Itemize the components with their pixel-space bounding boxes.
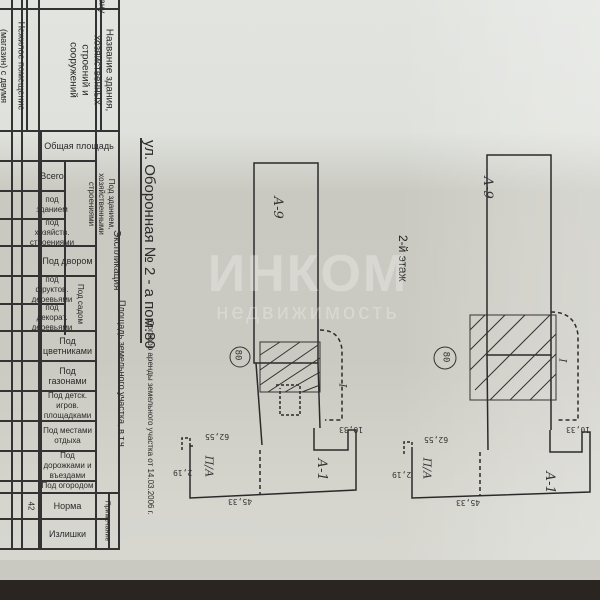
table-surface: [0, 580, 600, 600]
room-label-i-right: I: [556, 358, 568, 363]
address-title: ул. Оборонная № 2 - а пом.80: [141, 140, 158, 349]
room-label-pa-left: П/А: [202, 455, 216, 478]
col-under-outbuildings: под хозяйств. строениями: [29, 217, 75, 247]
dim-45-33-right: 45,33: [456, 498, 481, 507]
dim-45-33-left: 45,33: [228, 497, 253, 506]
col-total-area: Общая площадь: [44, 141, 114, 151]
room-label-a9-right: А-9: [479, 176, 495, 199]
group-under-building: Под зданием, хозяйственными строениями: [87, 172, 116, 235]
dim-10-33-left: 10,33: [339, 425, 364, 434]
room-label-pa-right: П/А: [420, 457, 434, 480]
col-yard: Под двором: [42, 256, 93, 266]
col-paths: Под дорожками и въездами: [43, 451, 92, 480]
room-label-a9-left: А-9: [269, 196, 285, 219]
col-under-building: под зданием: [36, 195, 68, 214]
stair-mark-left: 80: [232, 349, 243, 361]
room-label-a1-left: А-1: [313, 458, 329, 481]
dim-62-55-right: 62,55: [424, 435, 449, 444]
area-header: Площадь земельного участка, в т.ч.: [117, 300, 127, 450]
room-label-i-left: I: [336, 383, 348, 388]
explication-table: плану Название здания, хозяйственных стр…: [0, 0, 140, 560]
col-lawns: Под газонами: [48, 366, 87, 386]
col-flowerbeds: Под цветниками: [42, 336, 93, 356]
dim-10-33-right: 10,33: [566, 425, 591, 434]
explication-title: Экспликация: [111, 230, 122, 291]
contract-note: Договор аренды земельного участка от 14.…: [146, 320, 155, 515]
dim-2-19-left: 2,19: [173, 468, 193, 477]
col-rest-areas: Под местами отдыха: [43, 426, 92, 445]
dim-62-55-left: 62,55: [205, 432, 230, 441]
col-norm: Норма: [53, 501, 82, 511]
title-underline: [140, 138, 142, 343]
floor-plan-right: [403, 154, 591, 499]
col-decor-trees: под декорат. деревьями: [31, 302, 73, 332]
note-header: Примечание: [103, 500, 110, 542]
light-gradient: [400, 0, 600, 600]
col-fruit-trees: под фруктов. деревьями: [31, 275, 73, 304]
stair-mark-right: 80: [440, 351, 451, 363]
col-excess: Излишки: [49, 529, 86, 539]
paper-bottom-edge: [0, 560, 600, 582]
floor-plan-left: [181, 162, 357, 499]
room-label-a1-right: А-1: [541, 471, 557, 494]
header-plan-ref: плану: [97, 0, 108, 14]
norm-value: 42: [26, 501, 35, 511]
group-garden: Под садом: [75, 283, 85, 324]
dim-2-19-right: 2,19: [392, 470, 412, 479]
col-playgrounds: Под детск. игров. площадками: [43, 391, 92, 420]
col-vegetable-garden: Под огородом: [41, 481, 94, 490]
col-total: Всего: [40, 171, 64, 181]
